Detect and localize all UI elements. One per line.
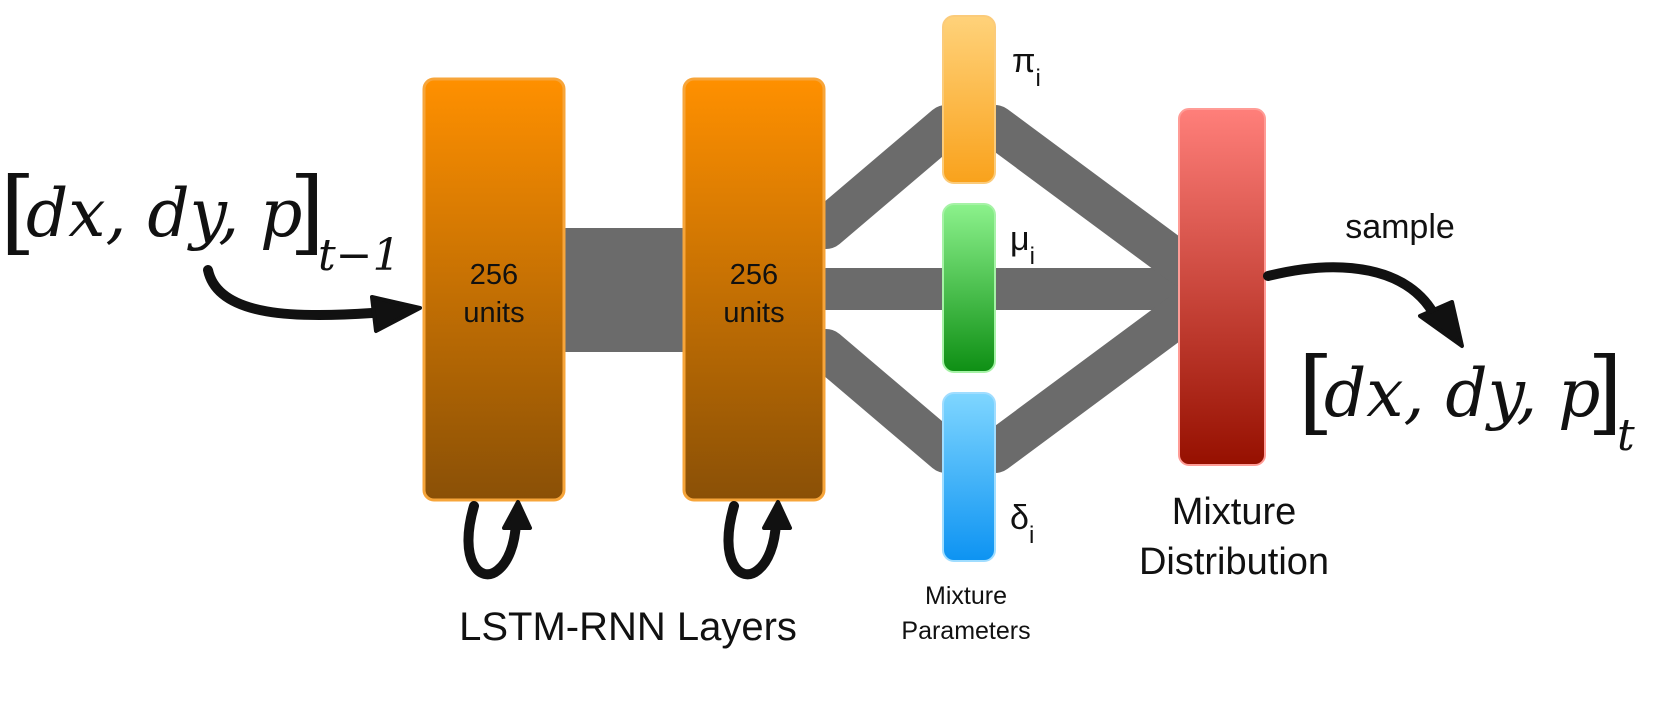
mu-subscript: i bbox=[1030, 243, 1035, 270]
recurrent-loop-1 bbox=[463, 501, 521, 580]
output-vars: dx, dy, p bbox=[1324, 355, 1600, 432]
output-open-bracket: [ bbox=[1298, 338, 1334, 445]
delta-box bbox=[942, 392, 996, 562]
input-vars: dx, dy, p bbox=[26, 175, 302, 252]
pi-to-mixture-connector bbox=[974, 105, 1205, 287]
lstm-layer-units: units bbox=[723, 297, 784, 329]
output-arrow bbox=[1263, 262, 1441, 323]
recurrent-loop-1-head bbox=[502, 500, 532, 530]
lstm-to-lstm-connector bbox=[556, 228, 686, 352]
output-close-bracket: ] bbox=[1587, 338, 1623, 445]
lstm-layers-caption: LSTM-RNN Layers bbox=[459, 605, 797, 649]
mixture-param-mu: μi bbox=[942, 203, 1035, 373]
output-label: [ dx, dy, p ] t bbox=[1298, 338, 1635, 461]
mixture-distribution-label-line2: Distribution bbox=[1139, 541, 1329, 583]
pi-box bbox=[942, 15, 996, 184]
pi-subscript: i bbox=[1035, 65, 1040, 92]
lstm-layer-count: 256 bbox=[470, 259, 518, 291]
input-arrow-head bbox=[370, 295, 422, 333]
mixture-distribution-label-line1: Mixture bbox=[1172, 491, 1297, 533]
lstm-layer-box bbox=[682, 77, 826, 502]
mixture-param-delta: δi bbox=[942, 392, 1034, 562]
mixture-param-pi: πi bbox=[942, 15, 1041, 184]
output-arrow-head bbox=[1418, 300, 1464, 348]
delta-symbol: δi bbox=[1010, 499, 1034, 549]
recurrent-loop-2-head bbox=[762, 500, 792, 530]
pi-symbol: πi bbox=[1012, 42, 1041, 92]
input-open-bracket: [ bbox=[0, 158, 36, 265]
arrows bbox=[203, 262, 1464, 580]
output-subscript: t bbox=[1617, 410, 1635, 461]
input-subscript: t−1 bbox=[318, 230, 401, 281]
input-close-bracket: ] bbox=[289, 158, 325, 265]
lstm-layer-2: 256 units bbox=[682, 77, 826, 502]
recurrent-loop-2 bbox=[723, 501, 781, 580]
lstm-to-delta-connector bbox=[805, 329, 967, 473]
sample-label: sample bbox=[1345, 208, 1455, 246]
mu-box bbox=[942, 203, 996, 373]
mixture-distribution-box bbox=[1178, 108, 1266, 466]
lstm-layer-units: units bbox=[463, 297, 524, 329]
delta-to-mixture-connector bbox=[974, 291, 1205, 473]
lstm-to-pi-connector bbox=[805, 105, 967, 249]
mixture-distribution bbox=[1178, 108, 1266, 466]
delta-subscript: i bbox=[1029, 522, 1034, 549]
lstm-layer-1: 256 units bbox=[422, 77, 566, 502]
mixture-params-caption-line1: Mixture bbox=[925, 582, 1007, 610]
lstm-layer-count: 256 bbox=[730, 259, 778, 291]
mu-symbol: μi bbox=[1010, 220, 1035, 270]
lstm-layer-box bbox=[422, 77, 566, 502]
input-label: [ dx, dy, p ] t−1 bbox=[0, 158, 401, 281]
input-arrow bbox=[203, 265, 377, 321]
mixture-params-caption-line2: Parameters bbox=[901, 617, 1030, 645]
connectors bbox=[556, 105, 1211, 473]
